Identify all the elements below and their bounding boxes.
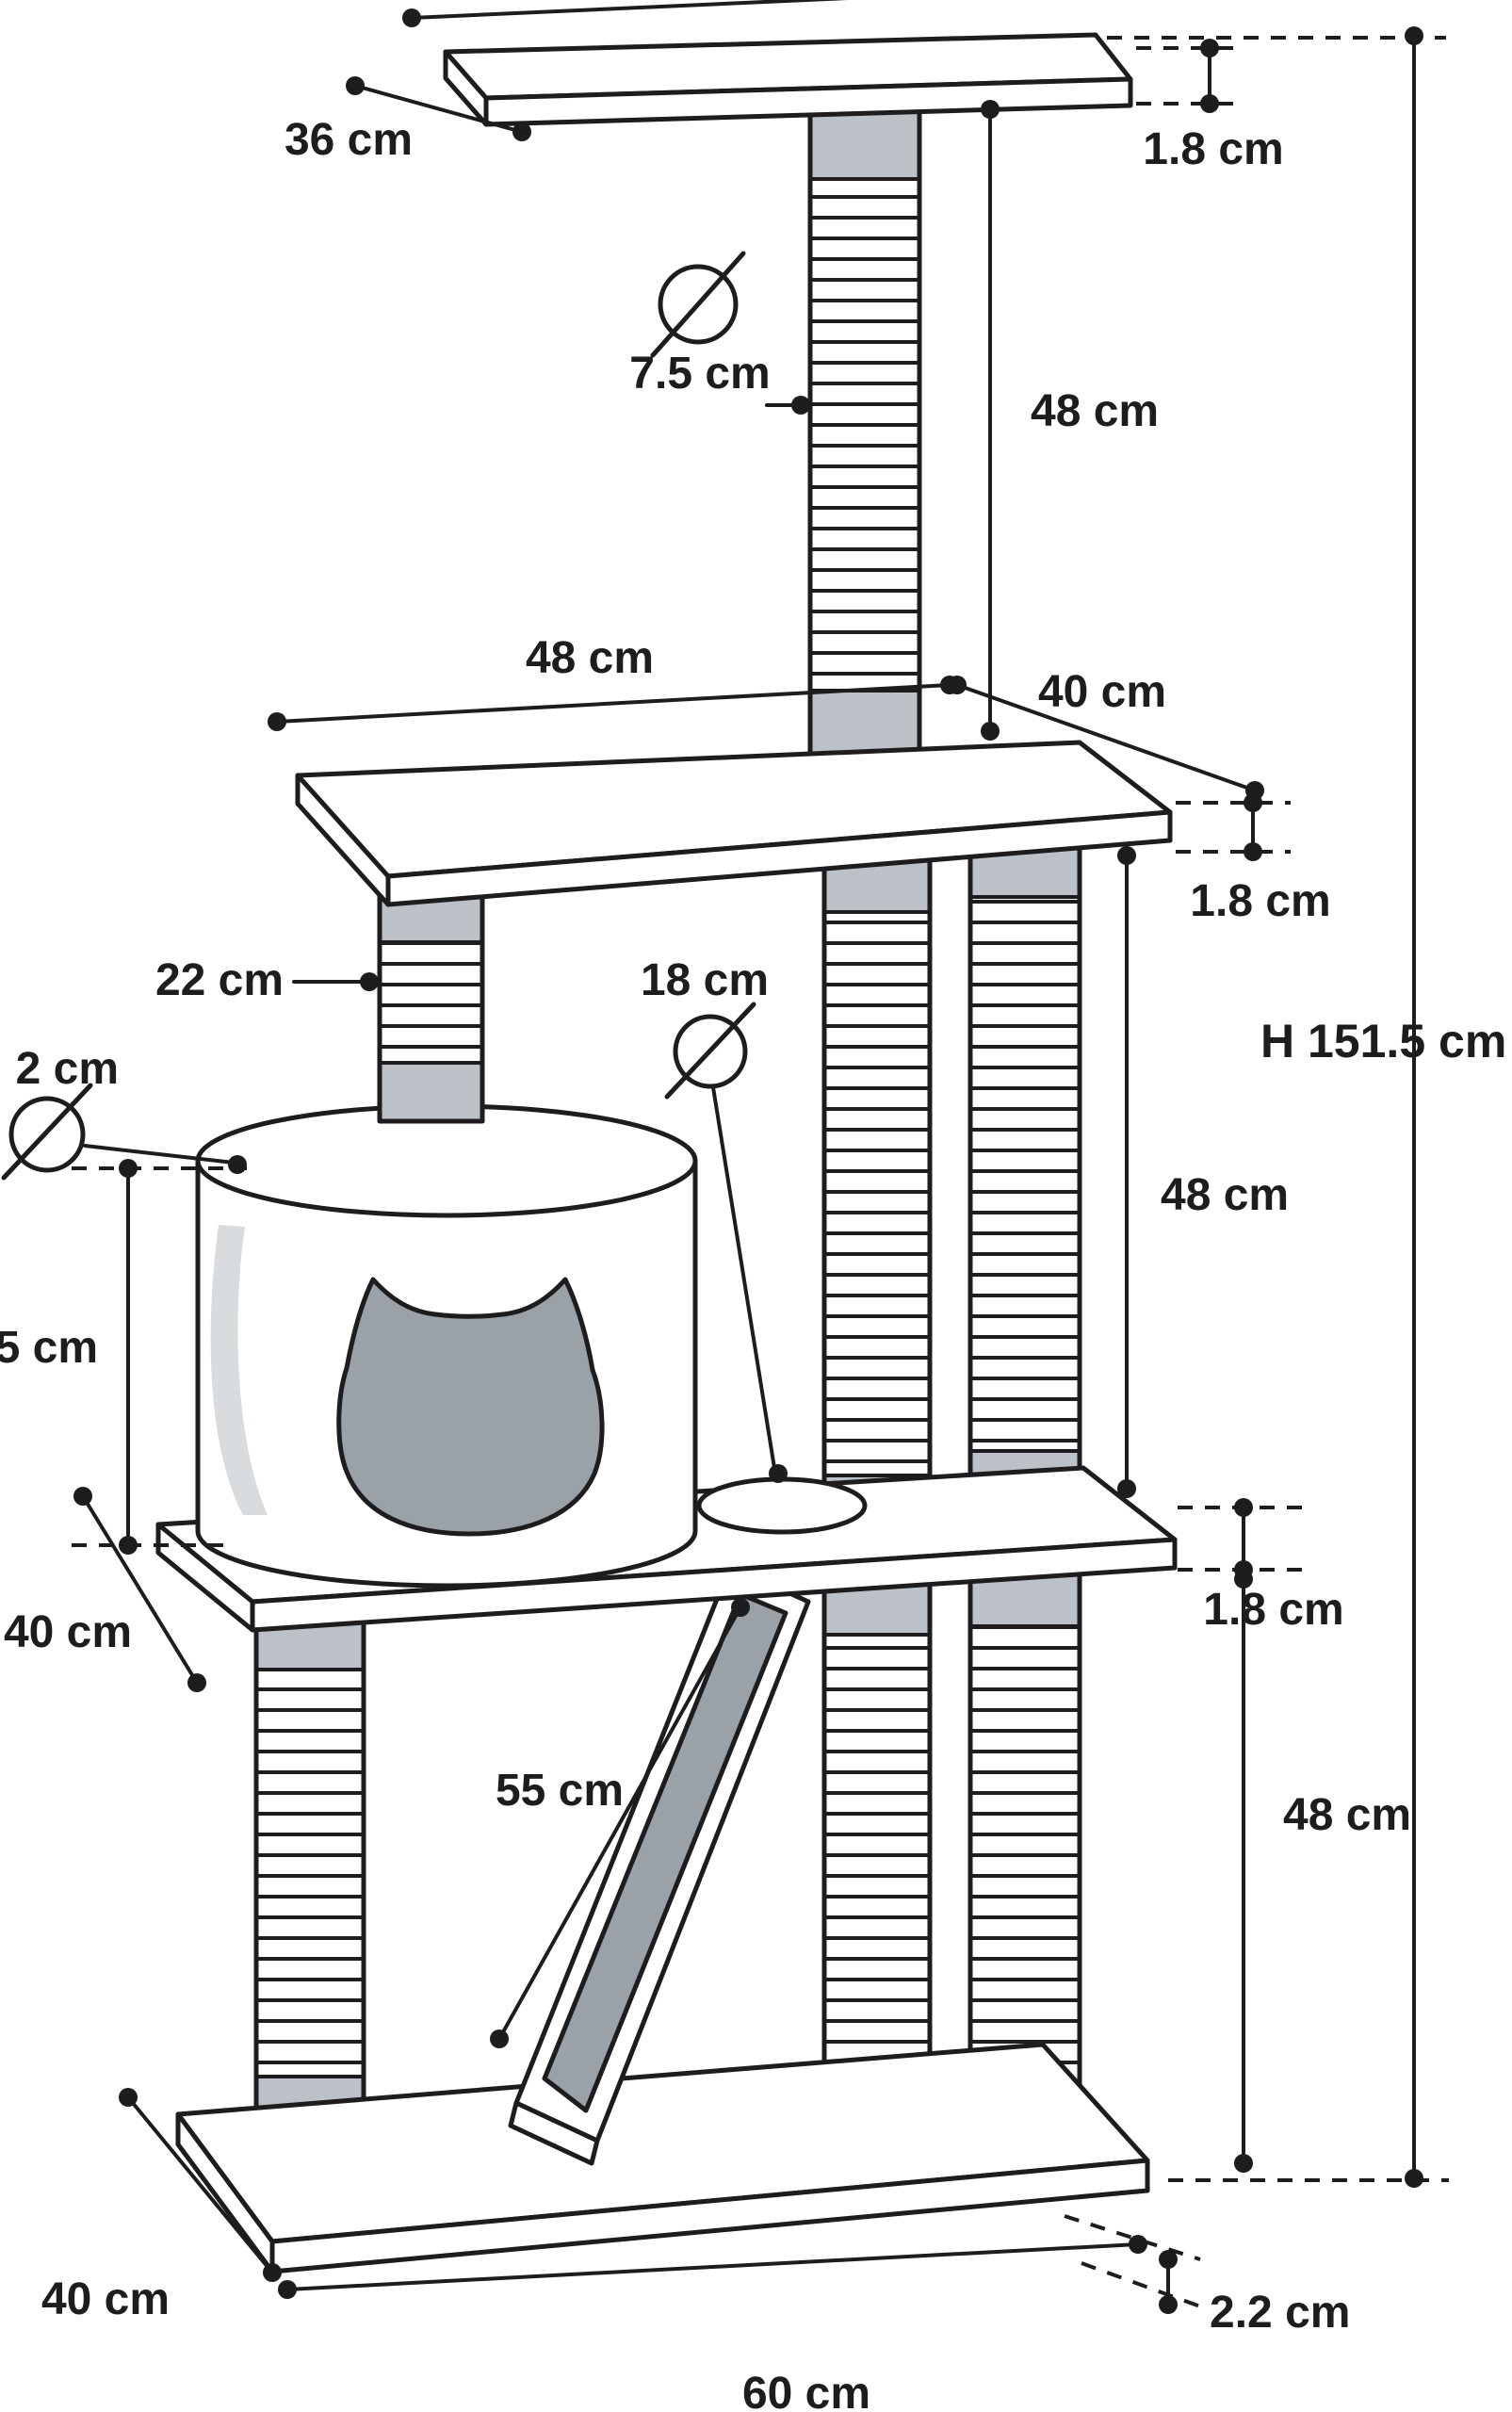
extension-line xyxy=(1064,2214,1201,2261)
dimension-line xyxy=(285,2242,1140,2291)
dimension-dot xyxy=(268,712,286,731)
dimension-dot xyxy=(119,1159,138,1178)
dim-label-ramp-length: 55 cm xyxy=(496,1766,624,1816)
dim-label-post-diameter: 7.5 cm xyxy=(629,349,770,399)
dimension-dot xyxy=(119,1536,138,1555)
dimension-dot xyxy=(1405,2169,1423,2188)
dimension-dot xyxy=(187,1673,206,1692)
dimension-dot xyxy=(1117,1479,1136,1498)
dimension-dot xyxy=(791,396,810,415)
dimension-dot xyxy=(1159,2250,1178,2269)
far-right-upper-post xyxy=(967,826,1082,1524)
dimension-dot xyxy=(1200,39,1219,57)
dim-label-house-height: 5 cm xyxy=(0,1323,98,1373)
dimension-dot xyxy=(1244,793,1262,812)
dimension-dot xyxy=(1244,842,1262,861)
dim-label-base-depth: 40 cm xyxy=(41,2274,170,2324)
dimension-dot xyxy=(1405,26,1423,45)
dimension-dot xyxy=(360,972,379,991)
ramp xyxy=(508,1563,811,2166)
dimension-dot xyxy=(346,76,365,95)
dimension-dot xyxy=(1234,2154,1253,2173)
dimension-dot xyxy=(1129,2235,1147,2254)
dimension-dot xyxy=(263,2263,282,2282)
dimension-dot xyxy=(228,1155,247,1174)
dimension-dot xyxy=(1117,846,1136,865)
leader-line xyxy=(711,1085,776,1470)
dimension-dot xyxy=(981,722,1000,741)
dim-label-middle-platform-thickness: 1.8 cm xyxy=(1190,876,1330,926)
dimension-dot xyxy=(278,2280,297,2299)
dim-label-house-diameter: 2 cm xyxy=(16,1044,119,1094)
dimension-line xyxy=(497,1605,742,2041)
base-board xyxy=(175,2042,1150,2274)
dim-label-hole-diameter: 18 cm xyxy=(641,955,769,1005)
dimension-dot xyxy=(1234,1498,1253,1517)
dim-label-base-thickness: 2.2 cm xyxy=(1210,2288,1350,2338)
platform-hole xyxy=(696,1476,868,1535)
dim-label-left-depth: 40 cm xyxy=(4,1607,132,1657)
dim-label-lower-post-height: 48 cm xyxy=(1283,1790,1411,1840)
dimension-dot xyxy=(1200,94,1219,113)
dimension-dot xyxy=(948,676,967,694)
dimension-dot xyxy=(769,1464,788,1483)
short-post xyxy=(377,878,485,1124)
dim-label-top-post-height: 48 cm xyxy=(1031,386,1159,436)
middle-platform xyxy=(295,740,1173,907)
dimension-line xyxy=(275,683,951,724)
diameter-icon xyxy=(664,1002,756,1100)
cat-house xyxy=(195,1103,698,1589)
extension-line xyxy=(1081,2261,1201,2308)
dimension-dot xyxy=(402,8,421,27)
dimension-dot xyxy=(981,100,1000,119)
dimension-dot xyxy=(1234,1570,1253,1589)
dimension-dot xyxy=(512,122,531,141)
diameter-icon xyxy=(1,1083,93,1181)
upper-right-post xyxy=(821,840,933,1548)
dim-label-top-board-depth: 36 cm xyxy=(285,115,413,165)
dimension-line xyxy=(955,683,1257,792)
dimension-dot xyxy=(1159,2295,1178,2314)
dimension-line xyxy=(126,2095,274,2274)
dim-label-lower-platform-thickness: 1.8 cm xyxy=(1203,1585,1343,1635)
dim-label-middle-platform-depth: 40 cm xyxy=(1038,667,1166,717)
ramp-scratch-panel xyxy=(542,1591,789,2113)
dim-label-top-board-thickness: 1.8 cm xyxy=(1143,124,1283,174)
dimension-dot xyxy=(119,2088,138,2107)
top-platform xyxy=(443,32,1133,127)
dim-label-middle-platform-length: 48 cm xyxy=(526,633,654,683)
dimension-line xyxy=(353,84,524,134)
lower-left-post xyxy=(253,1599,366,2146)
diameter-icon xyxy=(650,251,746,358)
dim-label-base-length: 60 cm xyxy=(742,2369,870,2412)
dimension-dot xyxy=(73,1487,92,1506)
dim-label-total-height: H 151.5 cm xyxy=(1260,1015,1506,1067)
cat-head-opening xyxy=(336,1277,605,1537)
leader-line xyxy=(83,1144,236,1165)
dimension-dot xyxy=(731,1598,750,1617)
dimension-line xyxy=(410,0,848,20)
top-scratching-post xyxy=(807,91,922,761)
dimension-dot xyxy=(490,2029,509,2048)
dim-label-middle-post-height: 48 cm xyxy=(1161,1170,1289,1220)
dimension-line xyxy=(81,1494,199,1685)
dim-label-short-post-height: 22 cm xyxy=(155,955,284,1005)
